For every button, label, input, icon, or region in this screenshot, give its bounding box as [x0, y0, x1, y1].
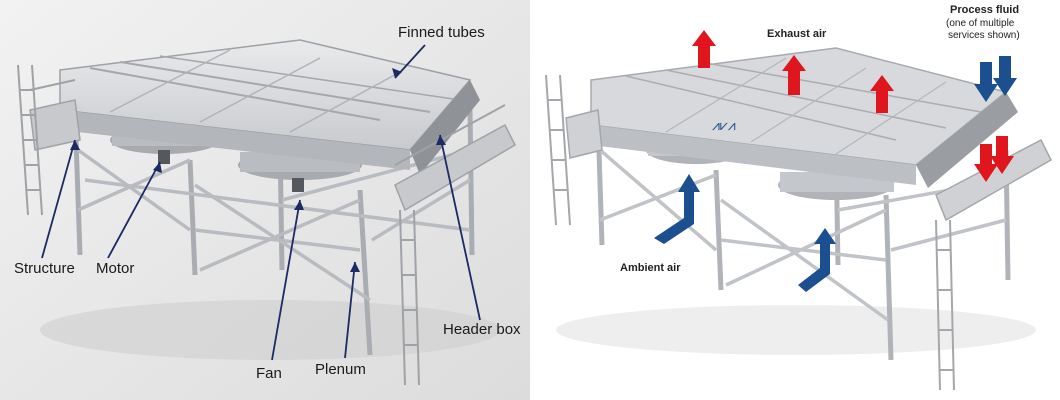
label-header-box: Header box [443, 321, 521, 338]
finned-tube-bundle: ⩘⩗⩘ [590, 47, 1008, 185]
left-cooler-illustration [0, 0, 530, 400]
platforms [565, 109, 1052, 222]
label-process-fluid: Process fluid [950, 4, 1020, 16]
process-fluid-inlet-arrows [974, 56, 1017, 102]
label-ambient-air: Ambient air [620, 262, 681, 274]
leader-lines [41, 44, 481, 361]
ambient-air-arrows [654, 174, 836, 292]
left-labeled-diagram: Finned tubes Structure Motor Header box … [0, 0, 530, 400]
label-plenum: Plenum [315, 361, 366, 378]
label-fan: Fan [256, 365, 282, 382]
label-structure: Structure [14, 260, 75, 277]
right-airflow-diagram: ⩘⩗⩘ [536, 0, 1060, 400]
label-process-fluid-note-1: (one of multiple [946, 18, 1015, 29]
process-fluid-outlet-arrows [974, 136, 1014, 182]
platforms [29, 79, 516, 212]
leader-arrowheads [70, 68, 446, 272]
finned-tube-bundle [59, 39, 472, 170]
structure-braces [76, 148, 471, 302]
structure-braces [598, 148, 1007, 322]
label-motor: Motor [96, 260, 135, 277]
header-box-shape [916, 92, 1018, 188]
exhaust-air-arrows [692, 30, 894, 113]
label-exhaust-air: Exhaust air [767, 28, 827, 40]
right-cooler-illustration: ⩘⩗⩘ [536, 0, 1060, 400]
label-finned-tubes: Finned tubes [398, 24, 485, 41]
header-box-shape [410, 80, 480, 175]
label-process-fluid-note-2: services shown) [948, 30, 1020, 41]
ladders [545, 74, 955, 391]
brand-logo: ⩘⩗⩘ [712, 118, 736, 134]
ladders [17, 64, 420, 386]
